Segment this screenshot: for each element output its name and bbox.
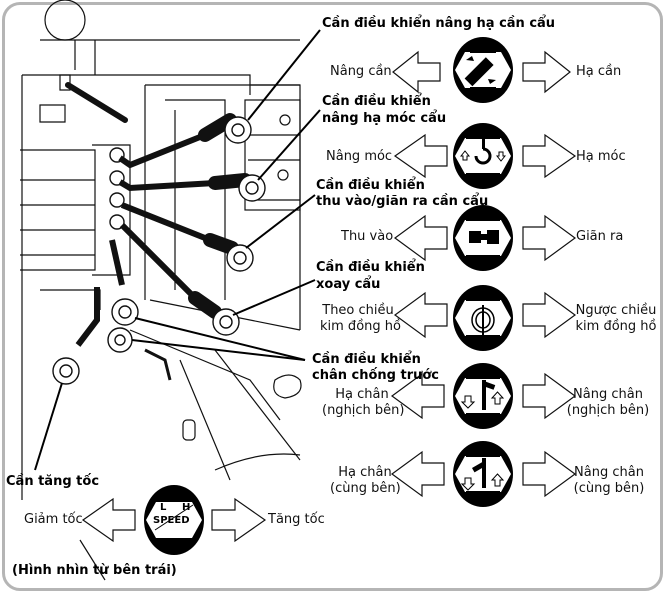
label-swing-cw: Theo chiều kim đồng hồ — [320, 303, 401, 335]
callout-hook-lift-lever-line2: nâng hạ móc cẩu — [322, 111, 447, 126]
label-swing-ccw-line2: kim đồng hồ — [575, 319, 657, 334]
label-outrigger-raise-same-line1: Nâng chân — [574, 465, 644, 480]
label-swing-cw-line1: Theo chiều — [322, 303, 394, 318]
speed-symbol-high: H — [182, 502, 191, 513]
callout-outrigger-lever-line2: chân chống trước — [312, 368, 440, 383]
label-outrigger-lower-opposite-line1: Hạ chân — [335, 387, 389, 402]
callout-swing-lever-line2: xoay cẩu — [316, 277, 381, 292]
label-swing-ccw-line1: Ngược chiều — [575, 303, 657, 318]
label-outrigger-raise-same: Nâng chân (cùng bên) — [570, 465, 648, 497]
arrow-right-2 — [522, 133, 577, 179]
hook-symbol-icon — [453, 123, 513, 189]
levers — [52, 113, 266, 385]
callout-hook-lift-lever-line1: Cần điều khiển — [322, 94, 431, 109]
arrow-left-6 — [390, 450, 445, 498]
label-outrigger-raise-opposite-line1: Nâng chân — [573, 387, 643, 402]
arrow-left-3 — [393, 214, 448, 262]
caption: (Hình nhìn từ bên trái) — [12, 563, 177, 578]
label-boom-lower: Hạ cần — [576, 64, 622, 79]
arrow-right-3 — [522, 214, 577, 262]
label-retract: Thu vào — [341, 229, 394, 244]
callout-outrigger-lever-line1: Cần điều khiển — [312, 352, 421, 367]
direction-arrows — [81, 50, 577, 543]
label-outrigger-lower-opposite: Hạ chân (nghịch bên) — [322, 387, 405, 419]
callout-throttle-lever: Cần tăng tốc — [6, 474, 100, 489]
speed-symbol-word: SPEED — [153, 515, 190, 526]
label-outrigger-lower-same-line2: (cùng bên) — [330, 481, 401, 496]
arrow-left-5 — [390, 372, 445, 420]
arrow-right-5 — [522, 372, 577, 420]
arrow-right-6 — [522, 450, 577, 498]
outrigger-opposite-symbol-icon — [453, 363, 513, 429]
control-symbols — [144, 37, 513, 555]
speed-symbol-icon — [144, 485, 204, 555]
label-swing-ccw: Ngược chiều kim đồng hồ — [574, 303, 658, 335]
label-accelerate: Tăng tốc — [268, 512, 325, 527]
arrow-left-1 — [392, 50, 441, 94]
callout-telescope-lever-line2: thu vào/giãn ra cần cẩu — [316, 194, 489, 209]
label-outrigger-raise-opposite-line2: (nghịch bên) — [566, 403, 650, 418]
outrigger-same-symbol-icon — [453, 441, 513, 507]
arrow-left-2 — [393, 133, 448, 179]
callout-telescope-lever-line1: Cần điều khiển — [316, 178, 425, 193]
callout-lines — [34, 29, 321, 471]
arrow-left-4 — [393, 291, 448, 339]
swing-symbol-icon — [453, 285, 513, 351]
label-decelerate: Giảm tốc — [24, 512, 83, 527]
label-outrigger-lower-opposite-line2: (nghịch bên) — [322, 403, 405, 418]
label-outrigger-lower-same-line1: Hạ chân — [338, 465, 392, 480]
telescope-symbol-icon — [453, 205, 513, 271]
boom-lift-symbol-icon — [453, 37, 513, 103]
arrow-right-4 — [522, 291, 577, 339]
label-extend: Giãn ra — [576, 229, 624, 244]
label-boom-raise: Nâng cần — [330, 64, 392, 79]
label-outrigger-lower-same: Hạ chân (cùng bên) — [330, 465, 401, 497]
label-hook-lower: Hạ móc — [576, 149, 626, 164]
label-hook-raise: Nâng móc — [326, 149, 393, 164]
arrow-left-speed — [81, 497, 136, 543]
label-swing-cw-line2: kim đồng hồ — [320, 319, 401, 334]
label-outrigger-raise-opposite: Nâng chân (nghịch bên) — [566, 387, 650, 419]
label-outrigger-raise-same-line2: (cùng bên) — [573, 481, 645, 496]
arrow-right-1 — [522, 50, 571, 94]
arrow-right-speed — [211, 497, 267, 543]
callout-swing-lever-line1: Cần điều khiển — [316, 260, 425, 275]
speed-symbol-low: L — [160, 502, 167, 513]
callout-boom-lift-lever: Cần điều khiển nâng hạ cần cẩu — [322, 16, 556, 31]
